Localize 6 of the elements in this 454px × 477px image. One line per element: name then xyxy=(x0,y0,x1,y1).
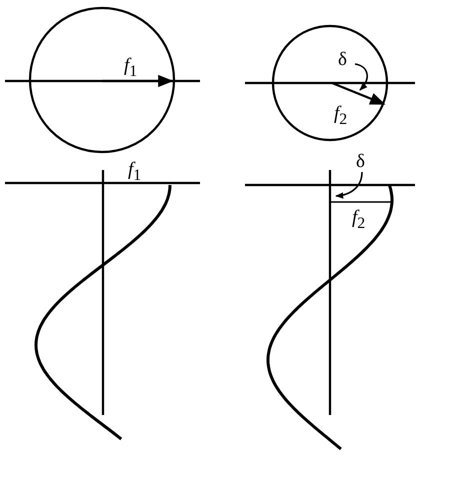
variable-label: δ xyxy=(356,152,365,171)
variable-label: f$_{1}$ xyxy=(124,56,138,80)
variable-label: δ xyxy=(338,50,347,69)
variable-label: f$_{1}$ xyxy=(128,160,142,184)
variable-label: f$_{2}$ xyxy=(334,104,348,128)
variable-label: f$_{2}$ xyxy=(352,208,366,232)
